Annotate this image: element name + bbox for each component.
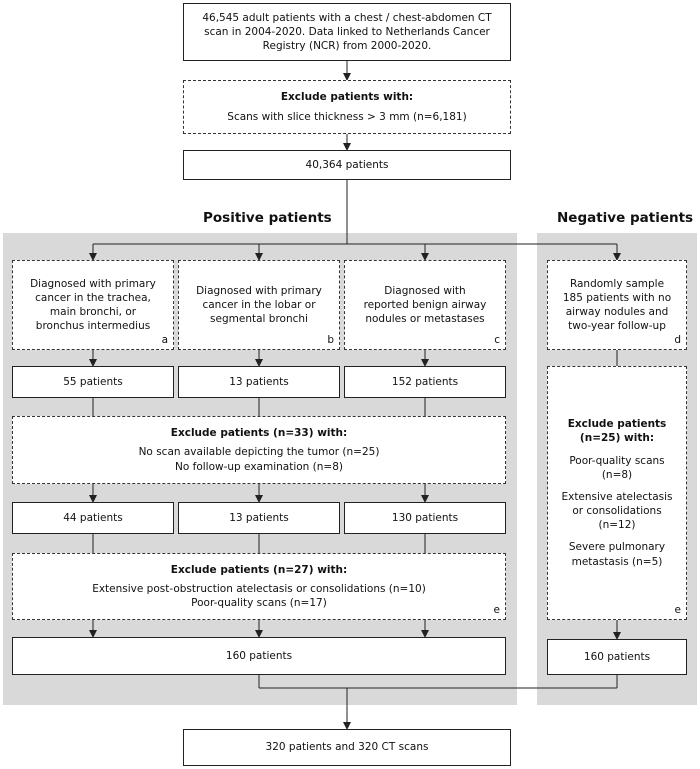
group-c-tag: c	[494, 333, 500, 346]
count-box-b2: 13 patients	[178, 502, 340, 534]
group-a-line: cancer in the trachea,	[35, 291, 151, 304]
positive-total-box: 160 patients	[12, 637, 506, 675]
positive-heading: Positive patients	[203, 210, 332, 226]
negative-exclude-box: Exclude patients (n=25) with: Poor-quali…	[547, 366, 687, 620]
negative-exclude-item: Severe pulmonary	[568, 541, 666, 554]
group-a-tag: a	[161, 333, 168, 346]
group-a-line: main bronchi, or	[49, 306, 137, 318]
negative-total: 160 patients	[583, 650, 651, 663]
negative-exclude-item: Extensive atelectasis	[561, 490, 673, 503]
exclude-n27-box: Exclude patients (n=27) with: Extensive …	[12, 553, 506, 620]
count-box-b1: 13 patients	[178, 366, 340, 398]
count-a2: 44 patients	[63, 511, 123, 524]
group-a-box: Diagnosed with primary cancer in the tra…	[12, 260, 174, 350]
count-box-a2: 44 patients	[12, 502, 174, 534]
exclude2-item: No scan available depicting the tumor (n…	[138, 446, 380, 459]
group-c-line: reported benign airway	[363, 298, 487, 311]
negative-exclude-item: or consolidations	[572, 505, 662, 518]
negative-exclude-title: (n=25) with:	[579, 432, 655, 445]
negative-sample-tag: d	[674, 333, 681, 346]
negative-sample-line: two-year follow-up	[568, 320, 666, 333]
exclude2-title: Exclude patients (n=33) with:	[170, 427, 348, 440]
negative-sample-box: Randomly sample 185 patients with no air…	[547, 260, 687, 350]
negative-total-box: 160 patients	[547, 639, 687, 675]
exclude3-item: Extensive post-obstruction atelectasis o…	[92, 582, 426, 595]
negative-exclude-item: Poor-quality scans	[569, 454, 665, 467]
group-b-line: cancer in the lobar or	[202, 298, 316, 311]
after-exclusion-count: 40,364 patients	[305, 158, 389, 171]
negative-sample-line: airway nodules and	[565, 306, 669, 318]
group-c-box: Diagnosed with reported benign airway no…	[344, 260, 506, 350]
count-c1: 152 patients	[391, 375, 459, 388]
count-box-c1: 152 patients	[344, 366, 506, 398]
negative-exclude-title: Exclude patients	[567, 418, 667, 431]
exclude1-item: Scans with slice thickness > 3 mm (n=6,1…	[227, 111, 467, 123]
count-c2: 130 patients	[391, 511, 459, 524]
group-a-line: bronchus intermedius	[35, 320, 151, 333]
negative-exclude-item: metastasis (n=5)	[571, 555, 663, 568]
exclude3-title: Exclude patients (n=27) with:	[170, 563, 348, 576]
exclude2-item: No follow-up examination (n=8)	[175, 460, 343, 473]
final-result: 320 patients and 320 CT scans	[265, 741, 429, 754]
count-b2: 13 patients	[229, 511, 289, 524]
group-b-tag: b	[327, 333, 334, 346]
count-a1: 55 patients	[63, 375, 123, 388]
negative-sample-line: Randomly sample	[569, 277, 665, 290]
negative-exclude-tag: e	[674, 603, 681, 616]
exclude3-item: Poor-quality scans (n=17)	[191, 597, 327, 610]
group-b-line: segmental bronchi	[210, 313, 308, 326]
source-line-2: scan in 2004-2020. Data linked to Nether…	[204, 25, 490, 38]
source-line-1: 46,545 adult patients with a chest / che…	[202, 11, 492, 24]
negative-exclude-item: (n=8)	[601, 468, 633, 481]
exclude-n33-box: Exclude patients (n=33) with: No scan av…	[12, 416, 506, 484]
exclude1-title: Exclude patients with:	[280, 90, 414, 103]
count-box-c2: 130 patients	[344, 502, 506, 534]
count-b1: 13 patients	[229, 375, 289, 388]
group-c-line: Diagnosed with	[384, 284, 466, 297]
negative-heading: Negative patients	[557, 210, 694, 226]
source-population-box: 46,545 adult patients with a chest / che…	[183, 3, 511, 61]
after-exclusion-count-box: 40,364 patients	[183, 150, 511, 180]
negative-exclude-item: (n=12)	[598, 519, 636, 532]
exclude3-tag: e	[493, 603, 500, 616]
source-line-3: Registry (NCR) from 2000-2020.	[262, 40, 432, 53]
final-result-box: 320 patients and 320 CT scans	[183, 729, 511, 766]
group-b-box: Diagnosed with primary cancer in the lob…	[178, 260, 340, 350]
exclude-slice-thickness-box: Exclude patients with: Scans with slice …	[183, 80, 511, 134]
negative-sample-line: 185 patients with no	[562, 291, 672, 304]
positive-total: 160 patients	[225, 649, 293, 662]
count-box-a1: 55 patients	[12, 366, 174, 398]
group-c-line: nodules or metastases	[365, 313, 485, 326]
group-b-line: Diagnosed with primary	[196, 284, 322, 297]
group-a-line: Diagnosed with primary	[30, 277, 156, 290]
